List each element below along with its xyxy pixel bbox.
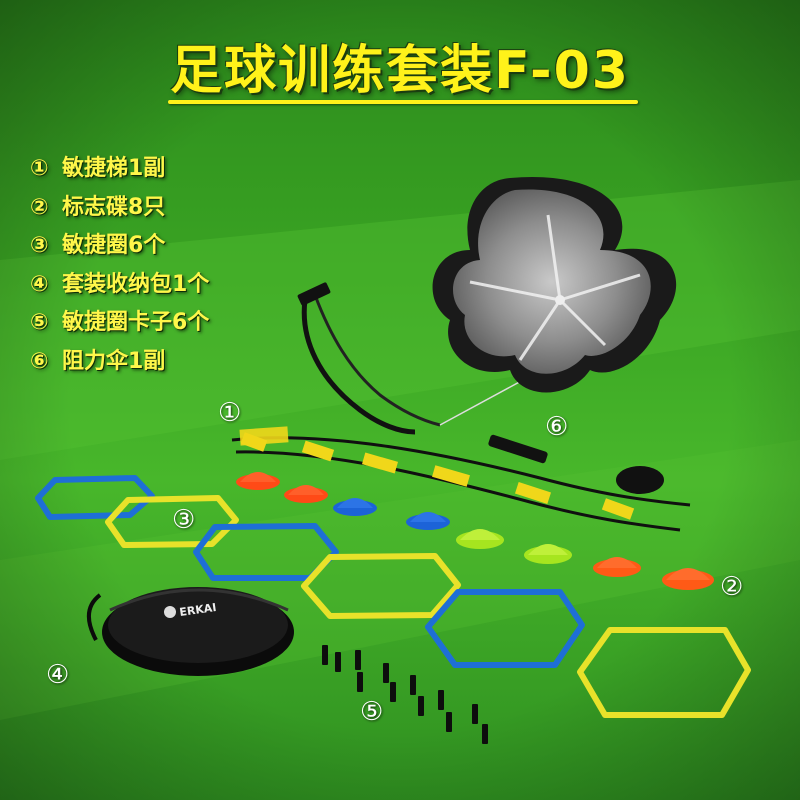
marker-cones [236, 472, 714, 590]
title-banner: 足球训练套装F-03 [0, 28, 800, 103]
contents-list: ① 敏捷梯1副 ② 标志碟8只 ③ 敏捷圈6个 ④ 套装收纳包1个 ⑤ 敏捷圈卡子6个 ⑥… [30, 150, 209, 381]
ladder-marker: ① [218, 398, 242, 428]
list-item: ① 敏捷梯1副 [30, 150, 209, 189]
bag-marker: ④ [46, 660, 70, 690]
bag-logo: ERKAI [179, 601, 218, 619]
list-item: ⑤ 敏捷圈卡子6个 [30, 304, 209, 343]
strap-buckle [297, 282, 331, 306]
list-item: ② 标志碟8只 [30, 189, 209, 228]
clips-marker: ⑤ [360, 697, 384, 727]
list-item: ④ 套装收纳包1个 [30, 266, 209, 305]
cones-marker: ② [720, 572, 744, 602]
page-title: 足球训练套装F-03 [170, 41, 630, 101]
parachute-marker: ⑥ [545, 412, 569, 442]
list-item-text: 敏捷圈6个 [62, 233, 166, 258]
ladder-pouch [488, 434, 548, 464]
list-item: ⑥ 阻力伞1副 [30, 343, 209, 382]
list-marker: ③ [30, 233, 49, 258]
list-marker: ② [30, 194, 49, 220]
parachute-pouch [616, 466, 664, 494]
parachute [432, 176, 677, 393]
list-marker: ④ [30, 271, 49, 297]
agility-ladder [231, 426, 691, 532]
list-marker: ① [30, 156, 49, 181]
list-item-text: 阻力伞1副 [62, 348, 166, 374]
parachute-strap [313, 294, 441, 427]
title-underline [168, 100, 638, 104]
carry-bag: ERKAI [87, 587, 294, 676]
list-item-text: 标志碟8只 [62, 194, 166, 220]
list-item: ③ 敏捷圈6个 [30, 227, 209, 266]
list-marker: ⑤ [30, 310, 49, 335]
agility-rings [35, 475, 751, 718]
list-item-text: 敏捷梯1副 [62, 156, 166, 181]
ring-clips [322, 645, 488, 744]
parachute-strap [301, 299, 416, 435]
list-item-text: 敏捷圈卡子6个 [62, 310, 210, 335]
list-marker: ⑥ [30, 348, 49, 374]
rings-marker: ③ [172, 505, 196, 535]
list-item-text: 套装收纳包1个 [62, 271, 210, 297]
